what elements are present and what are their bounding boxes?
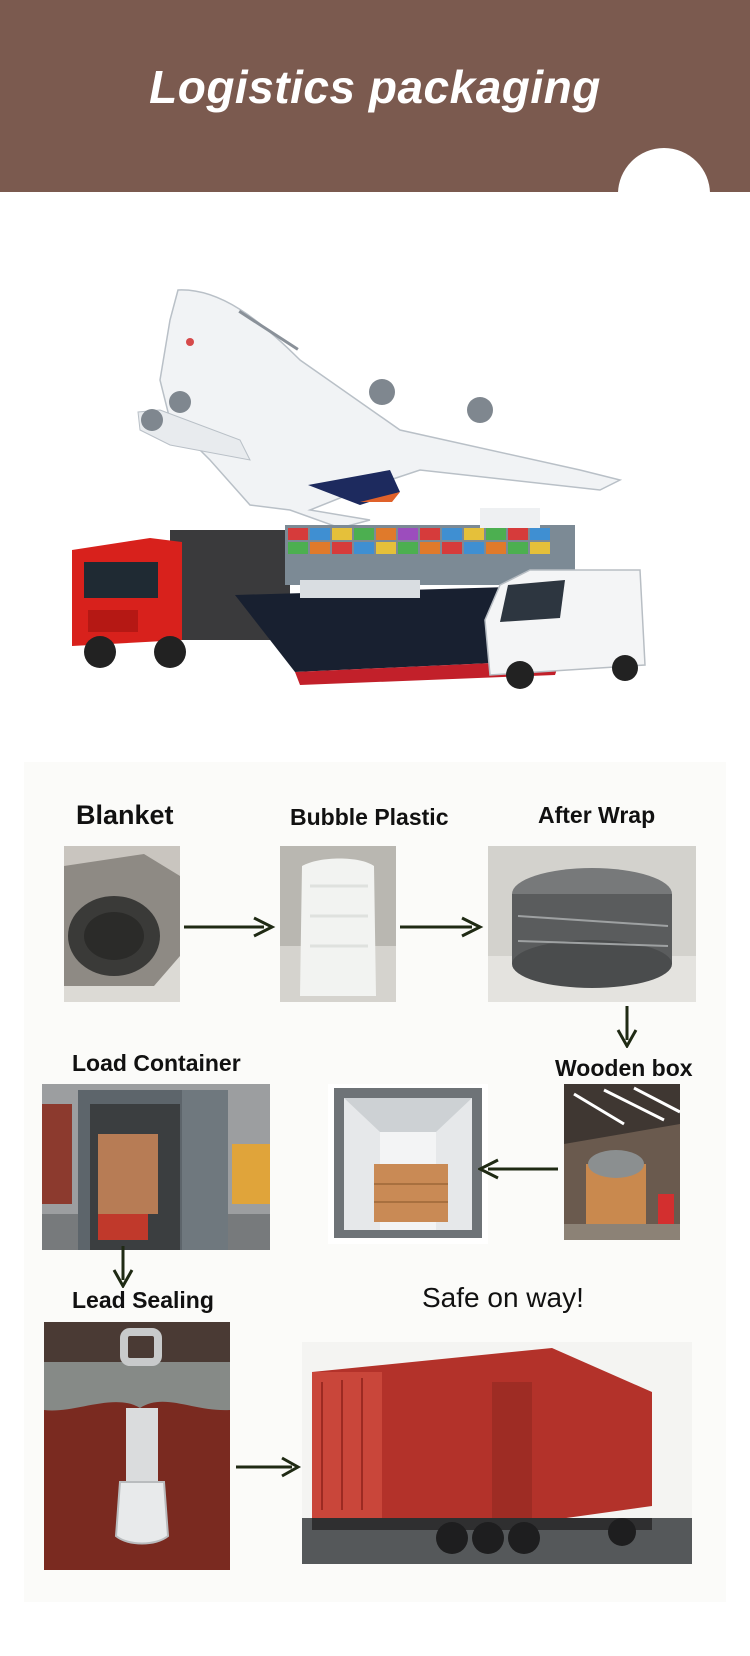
arrow-left-icon [476, 1158, 560, 1185]
header-banner: Logistics packaging [0, 0, 750, 192]
white-van-icon [484, 569, 646, 689]
arrow-down-icon [112, 1246, 134, 1293]
step-label-lead-sealing: Lead Sealing [72, 1287, 214, 1313]
wooden-box-photo [564, 1084, 680, 1240]
transport-illustration [60, 280, 700, 730]
after-wrap-photo [488, 846, 696, 1002]
red-truck-icon [72, 530, 290, 668]
container-interior-photo [328, 1084, 488, 1244]
step-label-bubble-plastic: Bubble Plastic [290, 804, 449, 830]
arrow-right-icon [236, 1456, 302, 1483]
truck-container-photo [302, 1342, 692, 1564]
lead-sealing-photo [44, 1322, 230, 1570]
step-label-wooden-box: Wooden box [555, 1055, 693, 1081]
airplane-icon [137, 289, 623, 529]
page-title: Logistics packaging [149, 61, 601, 113]
decorative-circle [618, 148, 710, 192]
step-label-blanket: Blanket [76, 800, 174, 830]
step-label-load-container: Load Container [72, 1050, 241, 1076]
transport-illustration-icon [72, 289, 646, 689]
bubble-plastic-photo [280, 846, 396, 1002]
arrow-right-icon [400, 916, 484, 943]
load-container-photo [42, 1084, 270, 1250]
blanket-photo [64, 846, 180, 1002]
arrow-right-icon [184, 916, 276, 943]
step-label-safe-on-way: Safe on way! [422, 1282, 584, 1313]
step-label-after-wrap: After Wrap [538, 802, 656, 828]
arrow-down-icon [616, 1006, 638, 1053]
